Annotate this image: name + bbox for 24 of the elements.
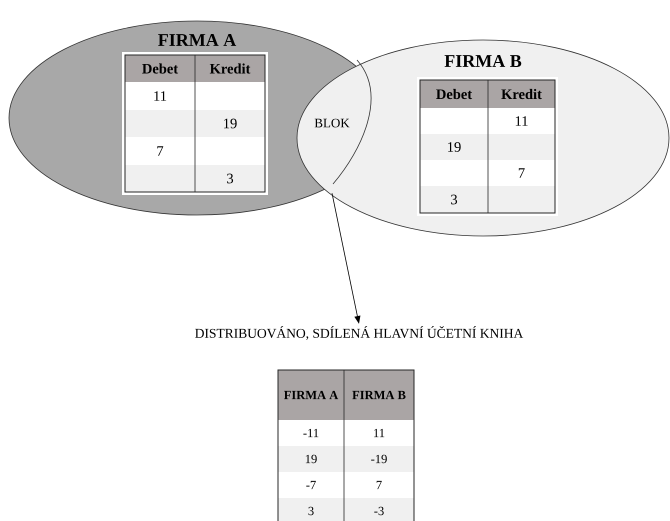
cell-value: 11 <box>516 116 528 126</box>
cell-value: 19 <box>306 454 317 464</box>
cell-value: 11 <box>374 428 384 438</box>
cell-value: 7 <box>376 480 382 490</box>
ledger-caption: DISTRIBUOVÁNO, SDÍLENÁ HLAVNÍ ÚČETNÍ KNIHA <box>195 326 524 340</box>
cell-value: 7 <box>157 146 164 156</box>
cell-value: -11 <box>303 428 318 438</box>
cell-value: 19 <box>448 142 461 152</box>
region-label: BLOK <box>314 118 350 128</box>
column-header: Kredit <box>210 63 250 74</box>
column-header: Debet <box>142 63 178 74</box>
column-header: FIRMA A <box>284 390 338 400</box>
cell-value: 7 <box>518 168 525 178</box>
cell-value: -7 <box>306 480 316 490</box>
cell-value: 3 <box>451 194 458 204</box>
cell-value: 11 <box>154 91 166 101</box>
column-header: Debet <box>436 88 472 100</box>
column-header: FIRMA B <box>352 390 406 400</box>
column-header: Kredit <box>501 88 542 100</box>
cell-value: -3 <box>374 506 384 516</box>
cell-value: 3 <box>308 506 314 516</box>
cell-value: 19 <box>224 118 237 128</box>
cell-value: 3 <box>227 174 234 184</box>
cell-value: -19 <box>371 454 387 464</box>
